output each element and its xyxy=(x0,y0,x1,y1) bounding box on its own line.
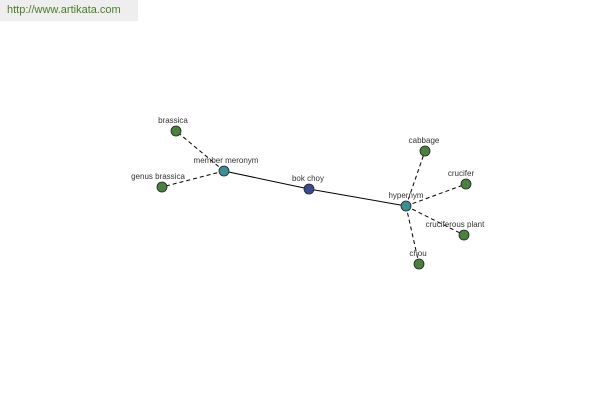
center-node-label: bok choy xyxy=(292,174,324,183)
term-node-marker[interactable] xyxy=(460,178,472,190)
node-chou[interactable]: chou xyxy=(409,249,427,270)
edge-center-hypernym xyxy=(308,188,407,207)
edge-member-meronym-brassica xyxy=(175,130,225,172)
term-node-label: brassica xyxy=(158,116,188,125)
node-hypernym[interactable]: hypernym xyxy=(388,191,424,212)
graph-nodes: bok choy member meronym hypernym brassic… xyxy=(131,116,485,270)
relation-node-marker[interactable] xyxy=(400,200,412,212)
node-member-meronym[interactable]: member meronym xyxy=(194,156,259,177)
term-node-marker[interactable] xyxy=(156,181,168,193)
term-node-label: crucifer xyxy=(448,169,475,178)
node-bok-choy[interactable]: bok choy xyxy=(292,174,324,195)
node-cruciferous-plant[interactable]: cruciferous plant xyxy=(426,220,485,241)
relation-node-marker[interactable] xyxy=(218,165,230,177)
term-node-marker[interactable] xyxy=(458,229,470,241)
node-cabbage[interactable]: cabbage xyxy=(409,136,440,157)
source-link[interactable]: http://www.artikata.com xyxy=(0,0,138,21)
edge-hypernym-crucifer xyxy=(405,183,467,207)
edge-hypernym-chou xyxy=(405,205,420,265)
edge-center-member-meronym xyxy=(223,170,310,190)
term-node-marker[interactable] xyxy=(413,258,425,270)
relation-node-label: member meronym xyxy=(194,156,259,165)
term-node-label: cabbage xyxy=(409,136,440,145)
term-node-label: chou xyxy=(409,249,426,258)
relation-node-label: hypernym xyxy=(388,191,423,200)
node-genus-brassica[interactable]: genus brassica xyxy=(131,172,185,193)
term-node-marker[interactable] xyxy=(170,125,182,137)
node-crucifer[interactable]: crucifer xyxy=(448,169,475,190)
term-node-label: cruciferous plant xyxy=(426,220,485,229)
edge-hypernym-cruciferous-plant xyxy=(405,205,465,236)
edge-hypernym-cabbage xyxy=(405,150,426,207)
term-node-label: genus brassica xyxy=(131,172,185,181)
center-node-marker[interactable] xyxy=(303,183,315,195)
node-brassica[interactable]: brassica xyxy=(158,116,188,137)
term-node-marker[interactable] xyxy=(419,145,431,157)
graph-edges xyxy=(161,130,467,265)
edge-member-meronym-genus-brassica xyxy=(161,170,225,188)
